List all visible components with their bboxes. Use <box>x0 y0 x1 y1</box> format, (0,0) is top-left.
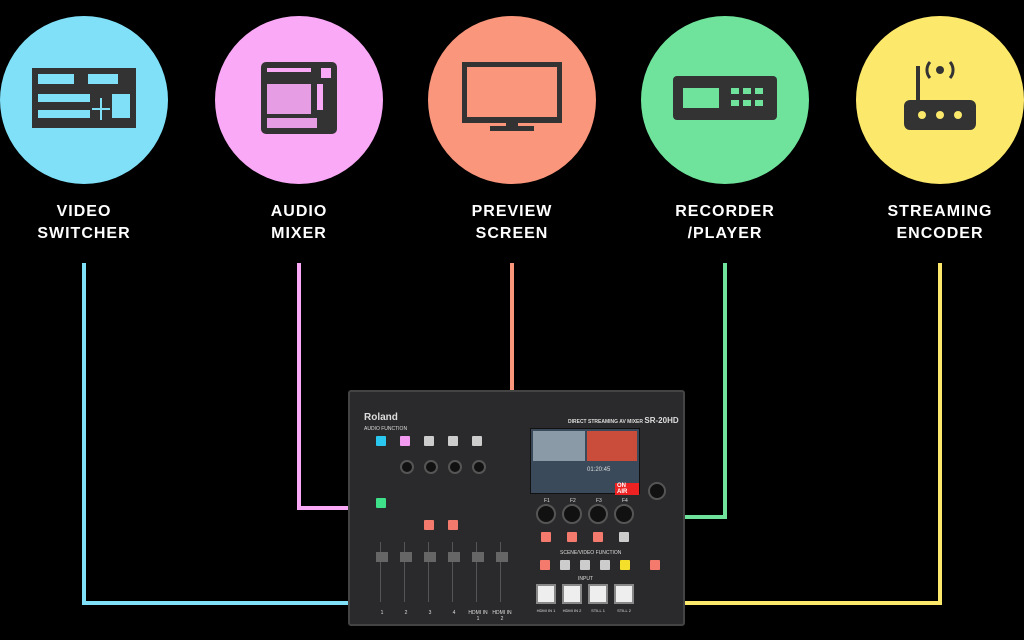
value-knob[interactable] <box>648 482 666 500</box>
recorder-player-circle <box>641 16 809 184</box>
model-desc: DIRECT STREAMING AV MIXER SR-20HD <box>568 416 679 425</box>
video-preview <box>533 431 585 461</box>
f-knob-label: F3 <box>596 498 602 504</box>
scene-d[interactable] <box>600 560 610 570</box>
monitor-icon <box>461 60 563 139</box>
input-label: STILL 1 <box>591 608 605 613</box>
input-button[interactable] <box>614 584 634 604</box>
label-line: SWITCHER <box>37 225 131 242</box>
channel-label: 2 <box>404 610 408 616</box>
f-button[interactable] <box>541 532 551 542</box>
f-knob-label: F4 <box>622 498 628 504</box>
f-button[interactable] <box>567 532 577 542</box>
label-line: RECORDER <box>675 203 775 220</box>
knob[interactable] <box>472 460 486 474</box>
on-air-indicator: ON AIR <box>615 483 639 495</box>
input-label: HDMI IN 1 <box>536 608 556 613</box>
f-knob[interactable] <box>588 504 608 524</box>
timer: 01:20:45 <box>587 467 611 473</box>
connector-video-switcher-h <box>82 601 350 605</box>
key-button[interactable] <box>650 560 660 570</box>
connector-preview-screen <box>510 263 514 393</box>
f-knob[interactable] <box>562 504 582 524</box>
connector-streaming <box>938 263 942 605</box>
f-knob-label: F2 <box>570 498 576 504</box>
label-line: ENCODER <box>896 225 984 242</box>
input-button[interactable] <box>588 584 608 604</box>
brand-logo: Roland <box>364 412 398 423</box>
knob[interactable] <box>400 460 414 474</box>
f-button[interactable] <box>593 532 603 542</box>
video-switcher-circle <box>0 16 168 184</box>
scene-a[interactable] <box>540 560 550 570</box>
mute-ch-3[interactable] <box>424 520 434 530</box>
label-line: /PLAYER <box>687 225 763 242</box>
router-icon <box>900 58 980 143</box>
connector-video-switcher <box>82 263 86 605</box>
input-label: INPUT <box>578 576 593 582</box>
channel-label: HDMI IN 1 <box>468 610 488 622</box>
model-name: SR-20HD <box>644 416 679 425</box>
input-button[interactable] <box>536 584 556 604</box>
f-knob[interactable] <box>614 504 634 524</box>
fader-1[interactable] <box>376 542 394 602</box>
label-line: VIDEO <box>56 203 112 220</box>
scene-e[interactable] <box>620 560 630 570</box>
recorder-player-label: RECORDER/PLAYER <box>625 201 825 245</box>
scene-function-label: SCENE/VIDEO FUNCTION <box>560 550 622 556</box>
connector-recorder <box>723 263 727 519</box>
channel-label: 4 <box>452 610 456 616</box>
scene-b[interactable] <box>560 560 570 570</box>
connector-recorder-h <box>680 515 727 519</box>
video-switcher-label: VIDEO SWITCHER <box>0 201 184 245</box>
knob[interactable] <box>448 460 462 474</box>
audio-fn-1[interactable] <box>376 436 386 446</box>
audio-function-label: AUDIO FUNCTION <box>364 426 408 432</box>
audio-mixer-icon <box>261 61 337 139</box>
input-button[interactable] <box>562 584 582 604</box>
sr-20hd-device: Roland DIRECT STREAMING AV MIXER SR-20HD… <box>348 390 685 626</box>
recorder-icon <box>673 75 777 125</box>
mute-ch-4[interactable] <box>448 520 458 530</box>
model-desc-text: DIRECT STREAMING AV MIXER <box>568 419 644 425</box>
fader-2[interactable] <box>400 542 418 602</box>
connector-audio-mixer <box>297 263 301 510</box>
channel-label: HDMI IN 2 <box>492 610 512 622</box>
video-switcher-icon <box>32 67 136 133</box>
channel-label: 1 <box>380 610 384 616</box>
audio-fn-4[interactable] <box>448 436 458 446</box>
audio-fn-5[interactable] <box>472 436 482 446</box>
fader-4[interactable] <box>448 542 466 602</box>
label-line: AUDIO <box>270 203 328 220</box>
select-ch-1[interactable] <box>376 498 386 508</box>
label-line: MIXER <box>271 225 327 242</box>
lcd-screen: 01:20:45 ON AIR <box>530 428 640 495</box>
label-line: PREVIEW <box>471 203 553 220</box>
connector-streaming-h <box>680 601 942 605</box>
f-knob-label: F1 <box>544 498 550 504</box>
fader-6[interactable] <box>496 542 514 602</box>
label-line: SCREEN <box>475 225 549 242</box>
audio-mixer-label: AUDIO MIXER <box>199 201 399 245</box>
input-label: STILL 2 <box>617 608 631 613</box>
streaming-encoder-label: STREAMING ENCODER <box>840 201 1024 245</box>
slide-preview <box>587 431 637 461</box>
preview-screen-label: PREVIEW SCREEN <box>412 201 612 245</box>
label-line: STREAMING <box>887 203 993 220</box>
f-button[interactable] <box>619 532 629 542</box>
preview-screen-circle <box>428 16 596 184</box>
fader-3[interactable] <box>424 542 442 602</box>
fader-5[interactable] <box>472 542 490 602</box>
scene-c[interactable] <box>580 560 590 570</box>
knob[interactable] <box>424 460 438 474</box>
channel-label: 3 <box>428 610 432 616</box>
f-knob[interactable] <box>536 504 556 524</box>
audio-fn-3[interactable] <box>424 436 434 446</box>
connector-audio-mixer-h <box>297 506 359 510</box>
audio-mixer-circle <box>215 16 383 184</box>
input-label: HDMI IN 2 <box>562 608 582 613</box>
streaming-encoder-circle <box>856 16 1024 184</box>
audio-fn-2[interactable] <box>400 436 410 446</box>
